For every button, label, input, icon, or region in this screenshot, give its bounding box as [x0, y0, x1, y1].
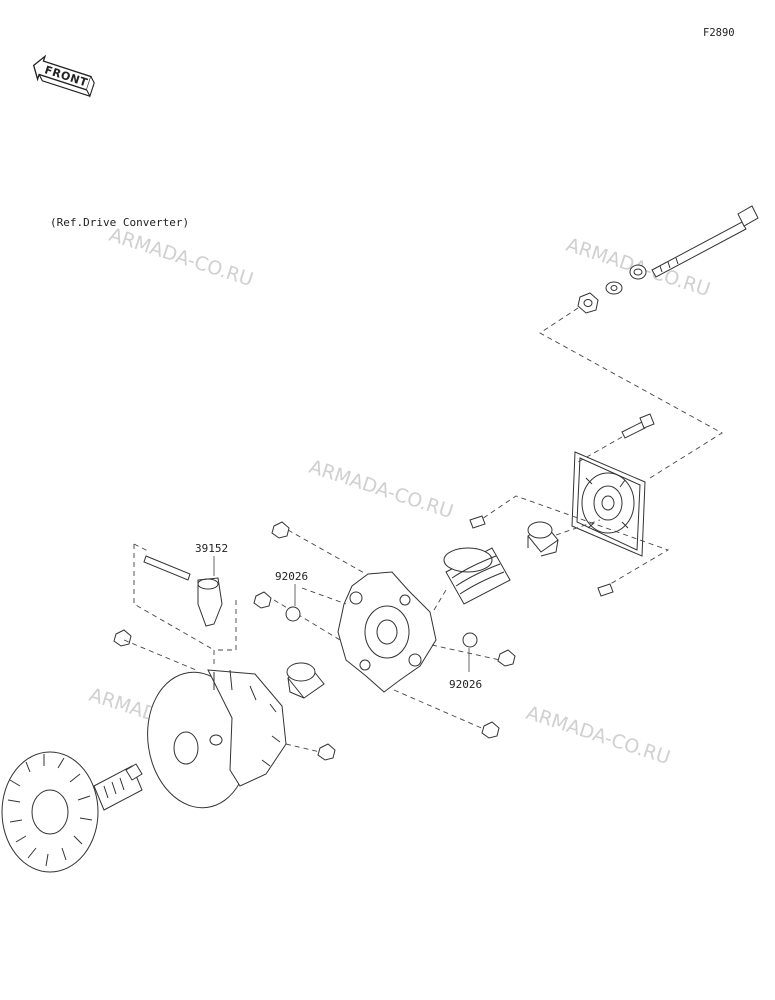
long-bolt — [577, 205, 759, 314]
assembly-line — [431, 644, 501, 661]
bushing-collar — [527, 521, 559, 557]
part-label-92026-upper: 92026 — [275, 570, 308, 583]
assembly-line — [393, 689, 487, 731]
o-ring — [285, 606, 301, 622]
sheave-collar — [286, 662, 325, 699]
nut — [113, 521, 516, 761]
front-arrow-icon: FRONT — [32, 54, 95, 98]
back-plate — [571, 451, 646, 557]
assembly-line — [301, 587, 347, 605]
part-label-92026-lower: 92026 — [449, 678, 482, 691]
assembly-line — [273, 599, 341, 641]
moveable-sheave — [147, 669, 287, 809]
assembly-line — [539, 307, 723, 479]
assembly-line — [285, 743, 321, 753]
spider-hub — [337, 571, 437, 693]
reference-note: (Ref.Drive Converter) — [50, 216, 189, 229]
assembly-line — [133, 543, 151, 553]
o-ring — [462, 632, 478, 648]
watermark: ARMADA-CO.RU — [306, 456, 455, 523]
weight-arm — [143, 555, 223, 627]
assembly-line — [133, 544, 237, 668]
spring-cylinder — [443, 547, 511, 605]
watermark: ARMADA-CO.RU — [106, 224, 255, 291]
part-label-39152: 39152 — [195, 542, 228, 555]
pin — [469, 515, 614, 597]
assembly-line — [433, 589, 447, 611]
front-label: FRONT — [43, 63, 89, 89]
assembly-line — [287, 529, 367, 575]
assembly-line — [123, 639, 197, 671]
short-bolt — [621, 413, 655, 439]
watermark: ARMADA-CO.RU — [523, 702, 672, 769]
fixed-sheave — [1, 751, 143, 873]
assembly-line — [555, 519, 601, 536]
figure-code: F2890 — [703, 27, 735, 39]
